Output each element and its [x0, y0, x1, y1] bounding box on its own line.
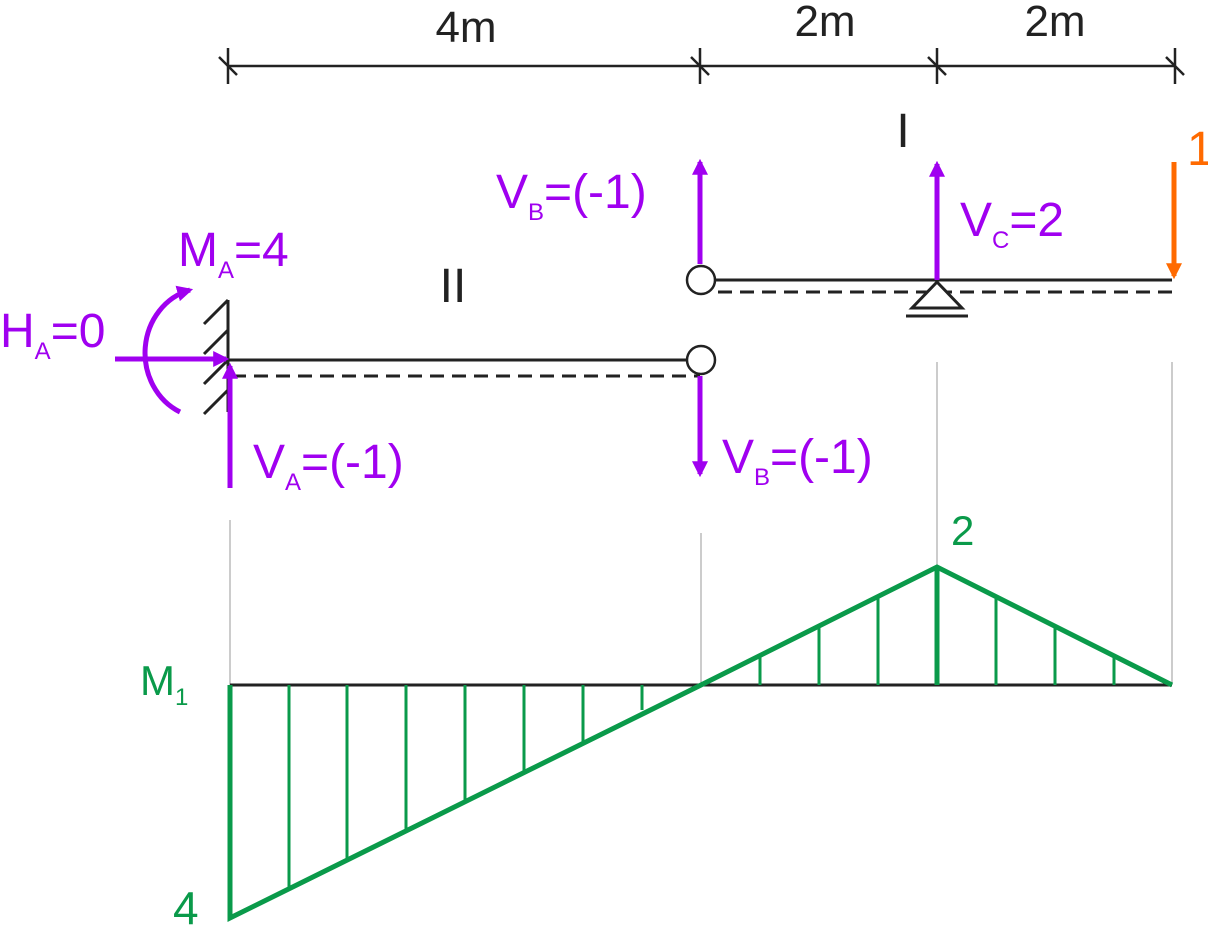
projection-lines	[229, 362, 1173, 685]
moment-diagram-label: M1	[140, 657, 188, 711]
moment-max-label: 2	[951, 507, 974, 554]
moment-min-label: 4	[173, 882, 199, 925]
segment-label-I: I	[896, 105, 909, 158]
hinge-B-lower	[685, 344, 717, 376]
segment-label-II: II	[440, 260, 467, 313]
dimension-label-3: 2m	[1024, 0, 1085, 46]
reaction-VA-label: VA=(-1)	[253, 436, 404, 496]
hinge-B-upper	[685, 264, 717, 296]
unit-load-label: 1	[1187, 123, 1208, 176]
dimension-line	[218, 48, 1185, 84]
dimension-label-2: 2m	[794, 0, 855, 46]
dimension-label-1: 4m	[435, 3, 496, 52]
beam-II	[228, 344, 717, 378]
reaction-VC-label: VC=2	[960, 194, 1064, 254]
moment-hatching	[287, 596, 1116, 889]
reaction-VB-bottom-label: VB=(-1)	[722, 431, 873, 491]
reaction-HA-label: HA=0	[0, 305, 105, 365]
pin-support-C	[906, 279, 968, 318]
reaction-MA-label: MA=4	[178, 224, 289, 284]
moment-diagram	[227, 564, 1174, 923]
reaction-MA-arrow	[142, 285, 194, 415]
reaction-VB-top-label: VB=(-1)	[496, 166, 647, 226]
moment-outline	[227, 564, 1174, 923]
